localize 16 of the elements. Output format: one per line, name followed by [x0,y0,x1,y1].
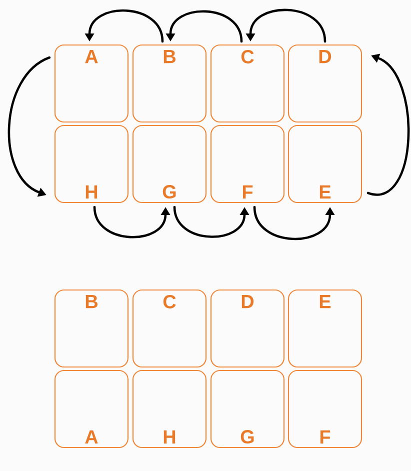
grid-cell: A [54,44,129,123]
grid-cell: H [132,370,207,448]
grid-cell: D [210,289,285,368]
grid-cell: C [210,44,285,123]
grid-cell: G [132,124,207,204]
grid-cell: A [54,370,129,448]
grid-cell: F [288,370,362,448]
grid-cell: F [210,124,285,204]
grid-cell: C [132,289,207,368]
grid-cell: H [54,124,129,204]
grid-cell: G [210,370,285,448]
grid-cell: E [288,289,362,368]
grid-cell: B [54,289,129,368]
grid-cell: D [288,44,362,123]
grid-cell: E [288,124,362,204]
grid-cell: B [132,44,207,123]
